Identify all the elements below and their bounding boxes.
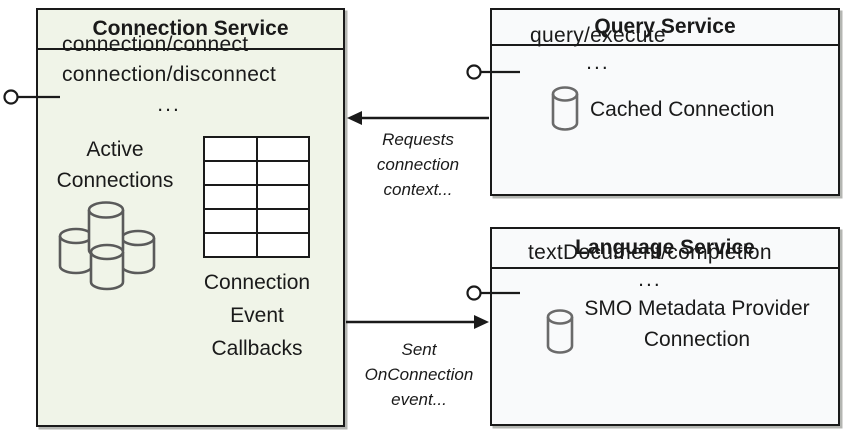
callbacks-table-cell [257,162,308,184]
callbacks-table-cell [257,138,308,160]
query-service-box: Query Service query/execute ... Cached C… [490,8,840,196]
arrow-query-to-connection [347,111,489,125]
callbacks-table-cell [205,186,256,208]
cached-connection-label: Cached Connection [590,98,775,121]
arrow-connection-to-language [346,315,489,329]
connection-service-title: Connection Service [38,10,343,50]
connection-service-box: Connection Service connection/connect co… [36,8,345,427]
callbacks-table-cell [205,210,256,232]
smo-metadata-provider-connection-label: SMO Metadata Provider Connection [584,297,810,351]
sent-onconnection-event-note: Sent OnConnection event... [364,340,474,409]
methods-ellipsis: ... [157,93,181,116]
methods-ellipsis: ... [638,268,662,291]
callbacks-table-cell [205,162,256,184]
methods-ellipsis: ... [586,51,610,74]
query-service-methods: query/execute ... [530,22,666,76]
method-connection-disconnect: connection/disconnect [62,63,277,86]
language-service-title: Language Service [492,229,838,269]
language-service-box: Language Service textDocument/completion… [490,227,840,426]
method-query-execute: query/execute [530,24,666,47]
connection-service-methods: connection/connect connection/disconnect… [62,30,276,120]
database-icon [546,309,574,354]
callbacks-table-cell [257,210,308,232]
requests-connection-context-note: Requests connection context... [376,130,460,199]
method-connection-connect: connection/connect [62,33,249,56]
language-service-methods: textDocument/completion ... [528,239,772,293]
callbacks-table-cell [205,234,256,256]
callbacks-table-cell [257,186,308,208]
database-icon [551,86,579,131]
connection-event-callbacks-label: Connection Event Callbacks [203,271,311,360]
active-connections-label: Active Connections [56,138,174,192]
callbacks-table-grid [203,136,310,258]
database-cluster-icon [58,201,156,291]
query-service-title: Query Service [492,10,838,46]
callbacks-table-cell [257,234,308,256]
callbacks-table-cell [205,138,256,160]
method-textdocument-completion: textDocument/completion [528,241,772,264]
